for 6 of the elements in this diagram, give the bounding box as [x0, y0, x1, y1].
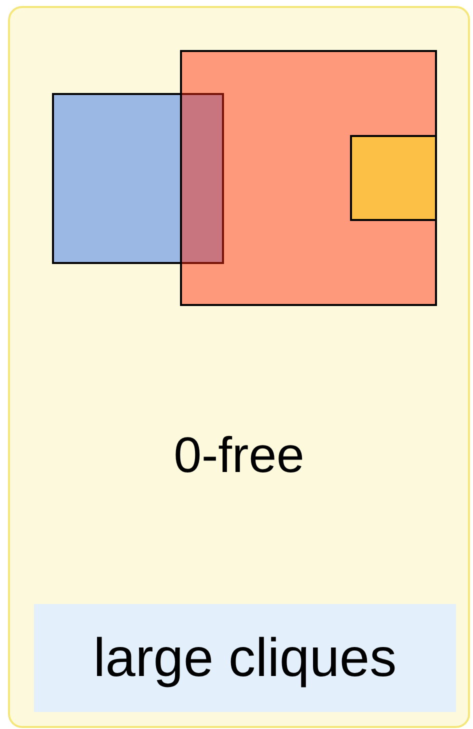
square [52, 93, 224, 264]
panel [8, 6, 470, 728]
square [180, 50, 437, 306]
label-box: large cliques [34, 604, 456, 712]
square [350, 135, 437, 221]
panel-title: 0-free [174, 426, 304, 484]
